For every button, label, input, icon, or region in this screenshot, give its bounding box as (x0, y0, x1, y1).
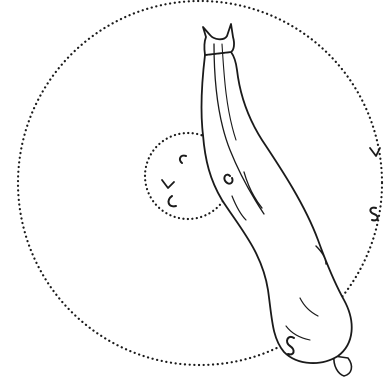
hoofprint-icon (370, 208, 377, 221)
hoofprint-icon (169, 196, 176, 206)
horse-top-view-icon (202, 24, 352, 376)
direction-arrow-icon (370, 148, 380, 156)
direction-arrow-icon (162, 180, 174, 188)
hoofprint-icon (180, 156, 186, 163)
